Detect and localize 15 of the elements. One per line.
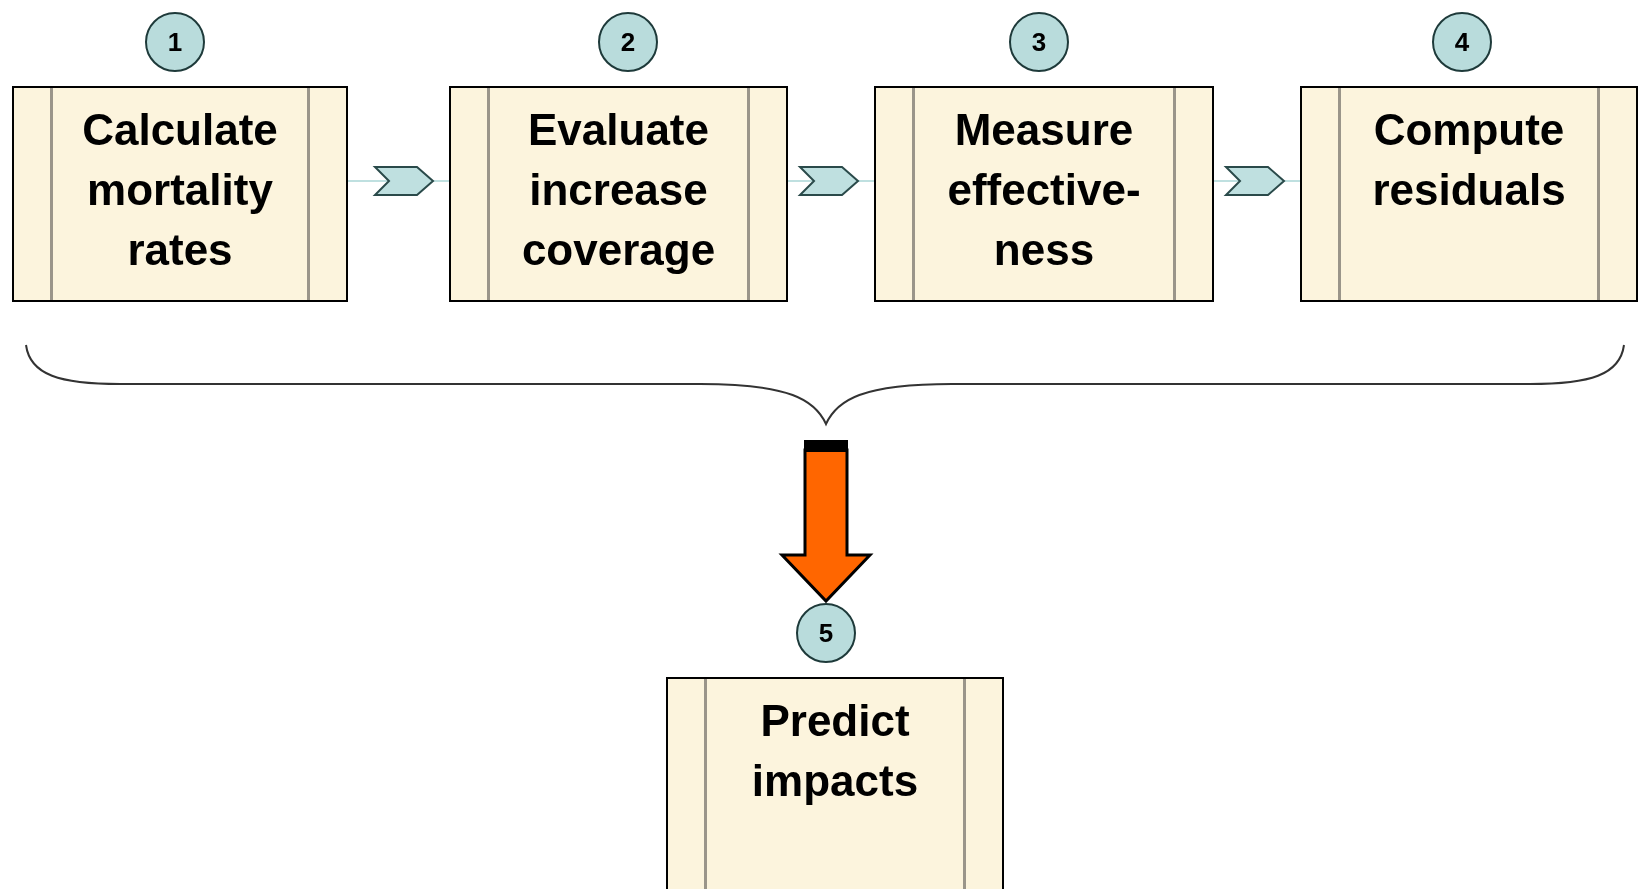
process-box	[874, 86, 1214, 302]
step-label: Evaluate increase coverage	[520, 104, 717, 276]
step-label: Compute residuals	[1371, 104, 1567, 216]
step-number-circle: 3	[1009, 12, 1069, 72]
step-number-circle: 2	[598, 12, 658, 72]
step-number-circle: 4	[1432, 12, 1492, 72]
step-label: Predict impacts	[750, 695, 920, 807]
process-box	[1300, 86, 1638, 302]
process-box	[666, 677, 1004, 889]
step-number-circle: 1	[145, 12, 205, 72]
step-number-circle: 5	[796, 603, 856, 663]
step-label: Measure effective-ness	[946, 104, 1142, 276]
process-box	[449, 86, 788, 302]
process-box	[12, 86, 348, 302]
step-label: Calculate mortality rates	[81, 104, 279, 276]
